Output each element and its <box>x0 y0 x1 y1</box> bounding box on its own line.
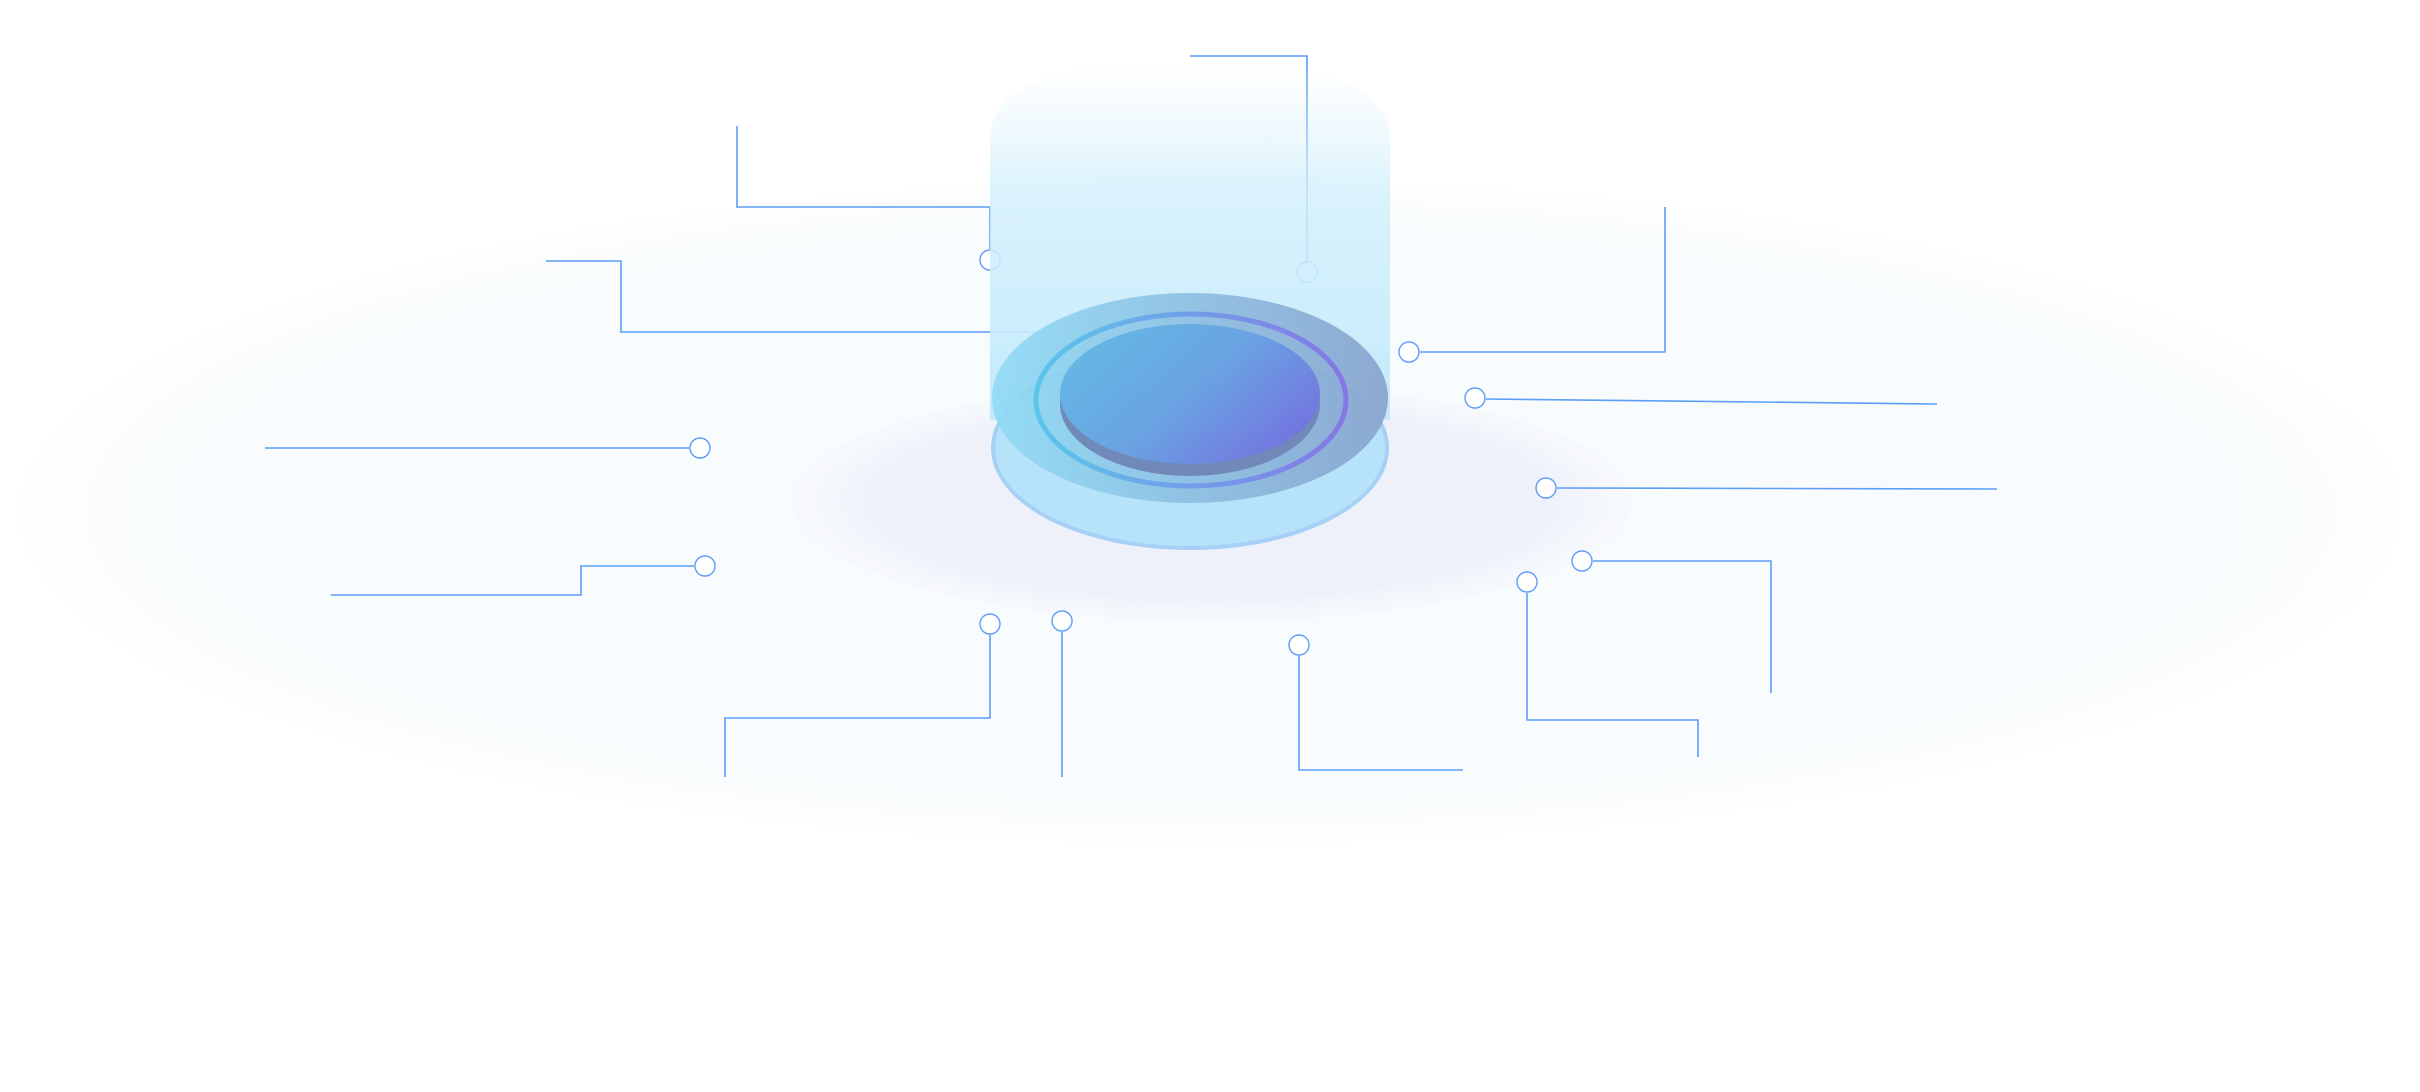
connector-11 <box>724 613 1001 777</box>
core-top <box>1060 324 1320 464</box>
connector-7 <box>1535 477 1998 499</box>
connector-13 <box>1288 634 1463 771</box>
connector-12 <box>1051 610 1073 777</box>
connector-4 <box>1398 207 1666 363</box>
glow-ring <box>1033 311 1349 489</box>
connector-8 <box>1571 550 1772 693</box>
connector-5 <box>1464 387 1938 409</box>
connector-6 <box>265 437 711 459</box>
connector-9 <box>331 555 716 596</box>
connector-10 <box>1516 571 1699 757</box>
